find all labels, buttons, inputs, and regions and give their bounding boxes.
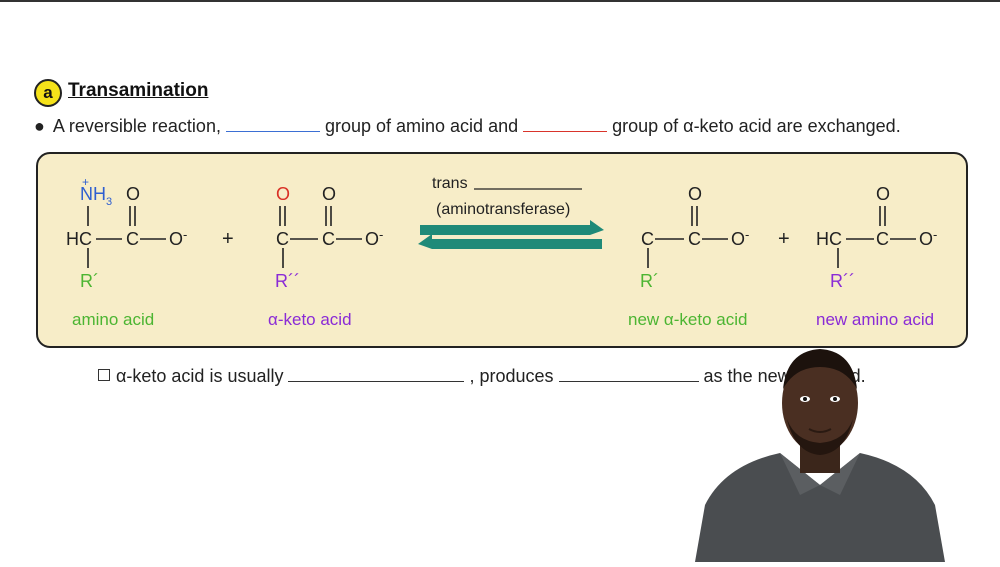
label-amino-acid: amino acid — [72, 310, 154, 329]
keto-c: C — [276, 229, 289, 249]
blank-usually — [288, 380, 465, 382]
section-title: Transamination — [68, 80, 209, 101]
carbonyl-c-3: C — [688, 229, 701, 249]
top-border — [0, 0, 1000, 2]
label-keto-acid: α-keto acid — [268, 310, 352, 329]
hc-atom: HC — [66, 229, 92, 249]
subpoint: α-keto acid is usually , produces as the n… — [98, 366, 866, 387]
enzyme-trans: trans — [432, 175, 468, 192]
reverse-arrow — [418, 234, 602, 249]
carbonyl-c: C — [126, 229, 139, 249]
bullet-point: ● A reversible reaction, group of amino ac… — [34, 116, 901, 137]
label-new-amino-acid: new amino acid — [816, 310, 934, 329]
o-minus-2: O- — [365, 227, 383, 249]
carbonyl-c-4: C — [876, 229, 889, 249]
keto-o: O — [276, 184, 290, 204]
plus-sign-left: + — [222, 228, 234, 250]
new-amino-acid-molecule: HC O C O- R´´ new amino acid — [816, 184, 937, 329]
blank-produces — [558, 380, 699, 382]
amino-acid-molecule: + NH3 HC O C O- R´ amino acid — [66, 175, 187, 329]
r-group-1: R´ — [80, 271, 99, 291]
new-keto-acid-molecule: C O C O- R´ new α-keto acid — [628, 184, 749, 329]
blank-amino-group — [225, 130, 320, 132]
bullet-text-middle: group of amino acid and — [324, 116, 519, 136]
c-atom-3: C — [641, 229, 654, 249]
forward-arrow — [420, 220, 604, 235]
carboxyl-o-3: O — [688, 184, 702, 204]
carbonyl-c-2: C — [322, 229, 335, 249]
bullet-text-before: A reversible reaction, — [52, 116, 221, 136]
o-minus: O- — [169, 227, 187, 249]
blank-keto-group — [523, 130, 608, 132]
subpoint-text-end: as the new — [703, 366, 791, 386]
r-group-4: R´´ — [830, 271, 855, 291]
r-group-3: R´ — [640, 271, 659, 291]
presenter-video — [695, 345, 945, 562]
carboxyl-o-4: O — [876, 184, 890, 204]
reaction-panel: + NH3 HC O C O- R´ amino acid + O C O — [36, 152, 968, 348]
o-minus-4: O- — [919, 227, 937, 249]
r-group-2: R´´ — [275, 271, 300, 291]
bullet-dot: ● — [34, 116, 45, 136]
plus-sign-right: + — [778, 228, 790, 250]
label-new-keto-acid: new α-keto acid — [628, 310, 747, 329]
keto-acid-molecule: O C O C O- R´´ α-keto acid — [268, 184, 383, 329]
nh3-group: NH3 — [80, 184, 112, 208]
subpoint-text-before: α-keto acid is usually — [116, 366, 284, 386]
reaction-diagram: + NH3 HC O C O- R´ amino acid + O C O — [66, 175, 937, 329]
bullet-text-end: group of α-keto acid are exchanged. — [612, 116, 901, 136]
o-minus-3: O- — [731, 227, 749, 249]
presenter-avatar-icon — [695, 349, 945, 562]
section-badge: a — [34, 79, 62, 107]
subpoint-text-middle: , produces — [469, 366, 554, 386]
carboxyl-o: O — [126, 184, 140, 204]
checkbox-square-icon — [98, 369, 110, 381]
enzyme-name: (aminotransferase) — [436, 201, 570, 218]
equilibrium-arrows: trans (aminotransferase) — [418, 175, 604, 249]
nh3-plus-charge: + — [82, 175, 89, 189]
hc-atom-4: HC — [816, 229, 842, 249]
carboxyl-o-2: O — [322, 184, 336, 204]
